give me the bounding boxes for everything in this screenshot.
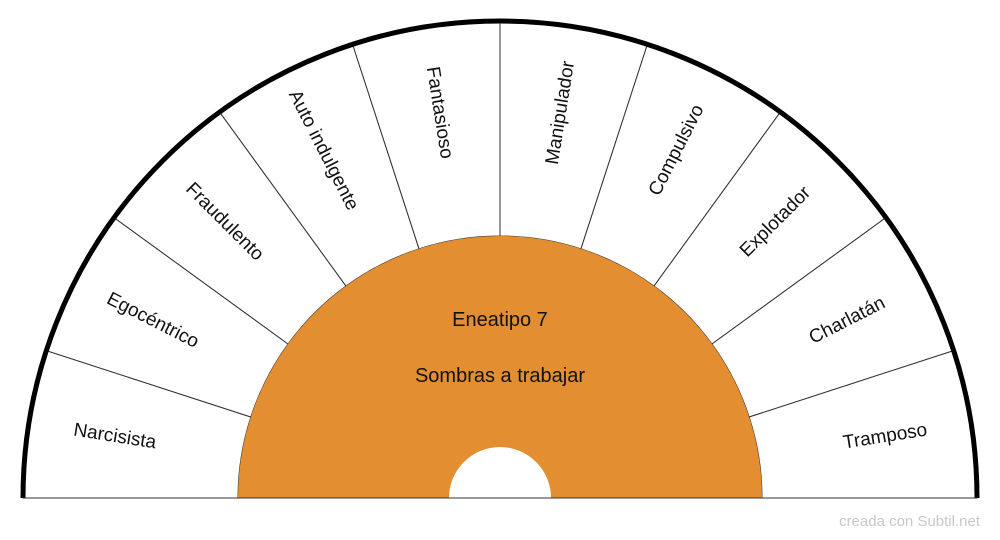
center-subtitle: Sombras a trabajar xyxy=(415,365,585,387)
outer-arc xyxy=(20,18,980,499)
center-half-disc xyxy=(238,236,762,498)
center-title: Eneatipo 7 xyxy=(452,309,548,331)
segments-layer xyxy=(22,20,978,499)
footer-credit: creada con Subtil.net xyxy=(839,513,981,530)
